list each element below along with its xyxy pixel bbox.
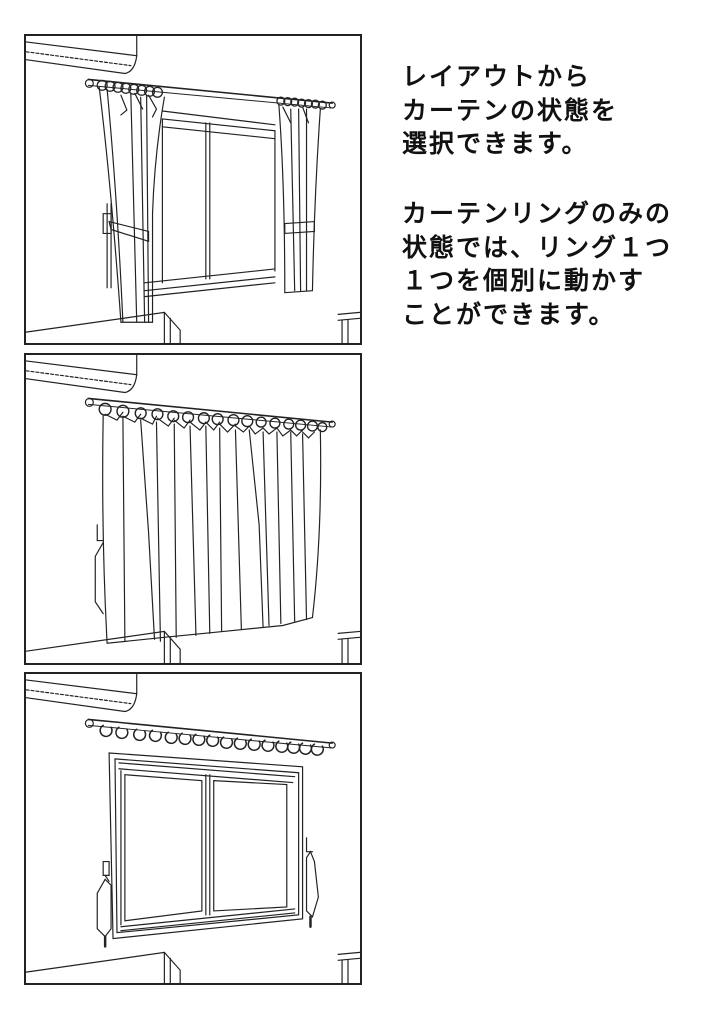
- caption-line: 選択できます。: [402, 129, 589, 158]
- curtain-rings-icon: [99, 724, 324, 756]
- air-conditioner-icon: [26, 674, 138, 713]
- caption-line: カーテンの状態を: [402, 95, 619, 125]
- tieback-hook-right-icon: [305, 837, 319, 928]
- panel-rings-only: [24, 672, 362, 985]
- panel-curtains-tied-back: [24, 34, 362, 345]
- air-conditioner-icon: [26, 355, 138, 394]
- closed-curtain-icon: [94, 411, 322, 644]
- curtain-rings-right-icon: [276, 96, 327, 110]
- furniture-icon: [26, 951, 360, 983]
- caption-line: レイアウトから: [402, 62, 592, 91]
- caption-line: カーテンリングのみの: [402, 199, 673, 228]
- left-tieback-icon: [108, 220, 150, 243]
- caption-line: 状態では、リング１つ: [402, 232, 673, 262]
- left-curtain-icon: [98, 86, 165, 323]
- curtain-rod-icon: [84, 718, 336, 749]
- right-curtain-icon: [278, 104, 321, 294]
- sliding-window-icon: [106, 110, 276, 298]
- rings-only-illustration: [26, 674, 360, 983]
- furniture-icon: [26, 311, 360, 343]
- caption-line: ことができます。: [402, 299, 616, 329]
- curtain-rod-icon: [84, 397, 336, 428]
- caption-line: １つを個別に動かす: [402, 266, 646, 295]
- right-tieback-icon: [284, 220, 316, 235]
- curtain-rings-icon: [98, 402, 328, 433]
- tieback-hook-left-icon: [96, 860, 112, 948]
- sliding-window-icon: [108, 752, 304, 940]
- air-conditioner-icon: [26, 36, 138, 75]
- curtains-closed-illustration: [26, 355, 360, 663]
- caption-ring-movement: カーテンリングのみの 状態では、リング１つ １つを個別に動かす ことができます。: [402, 197, 702, 331]
- panel-curtains-closed: [24, 353, 362, 665]
- caption-layout-selection: レイアウトから カーテンの状態を 選択できます。: [402, 60, 702, 161]
- furniture-icon: [26, 630, 360, 663]
- curtains-tied-back-illustration: [26, 36, 360, 343]
